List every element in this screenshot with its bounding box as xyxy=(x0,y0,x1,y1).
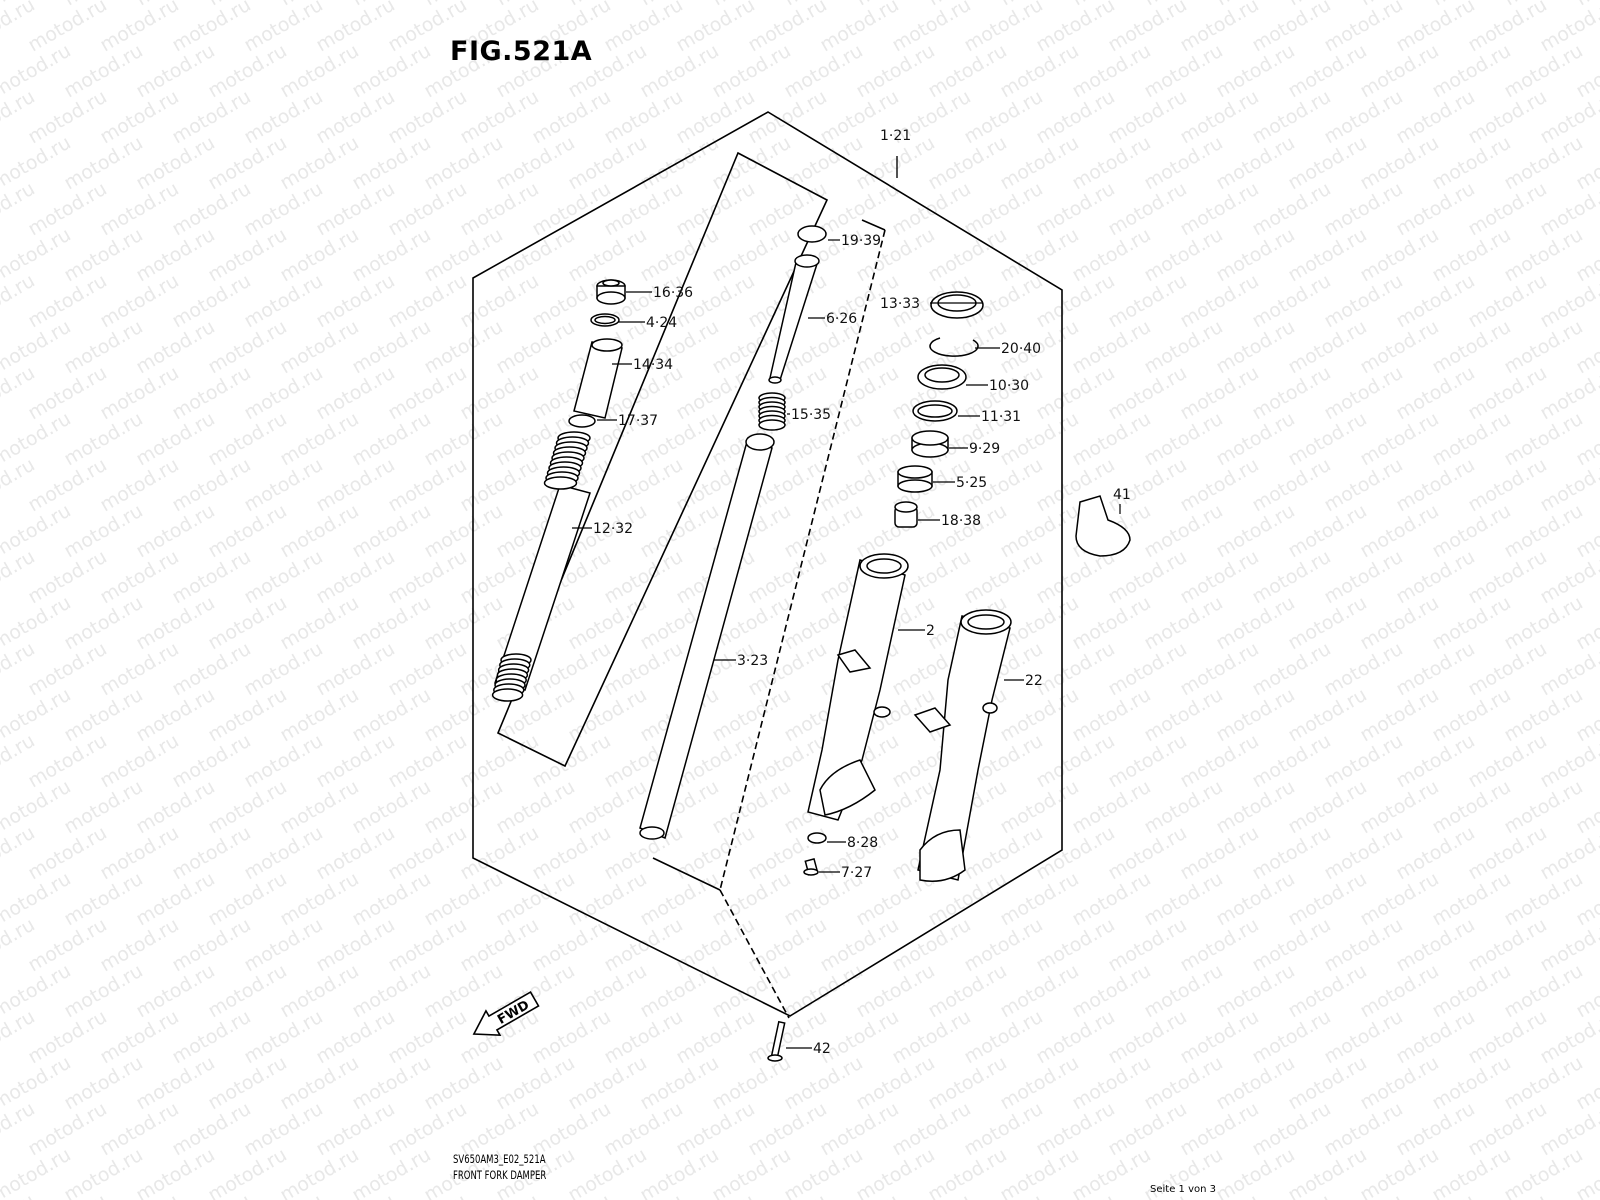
callout-label-4: 4·24 xyxy=(646,315,677,331)
o-ring-inner xyxy=(594,315,616,325)
axle-bolt-part xyxy=(767,1020,786,1062)
callout-label-3: 3·23 xyxy=(737,653,768,669)
washer-part xyxy=(568,414,596,428)
callout-label-22: 22 xyxy=(1025,673,1043,689)
diagram-caption: FRONT FORK DAMPER xyxy=(453,1168,547,1182)
outer-tube-right-part xyxy=(913,609,1012,882)
panel-edge-bottom xyxy=(652,857,721,891)
spring-coil xyxy=(758,419,786,431)
callout-label-5: 5·25 xyxy=(956,475,987,491)
callout-label-1: 1·21 xyxy=(880,128,911,144)
callout-label-7: 7·27 xyxy=(841,865,872,881)
oil-seal-inner xyxy=(924,367,960,383)
callout-label-18: 18·38 xyxy=(941,513,981,529)
callout-label-2: 2 xyxy=(926,623,935,639)
spacer-part xyxy=(573,338,623,419)
model-code: SV650AM3_E02_521A xyxy=(453,1152,546,1166)
fork-guard-part xyxy=(1075,495,1131,557)
callout-label-10: 10·30 xyxy=(989,378,1029,394)
callout-label-11: 11·31 xyxy=(981,409,1021,425)
outer-bushing-part xyxy=(911,430,949,458)
spring-coil xyxy=(543,476,578,490)
callout-label-17: 17·37 xyxy=(618,413,658,429)
oil-lock-piece-part xyxy=(894,501,918,528)
rebound-spring-part xyxy=(758,392,786,431)
callout-label-42: 42 xyxy=(813,1041,831,1057)
stopper-ring-part xyxy=(929,337,979,357)
inner-tube-part xyxy=(639,433,775,840)
callout-label-14: 14·34 xyxy=(633,357,673,373)
callout-label-20: 20·40 xyxy=(1001,341,1041,357)
callout-label-6: 6·26 xyxy=(826,311,857,327)
panel-edge xyxy=(861,219,886,231)
callout-label-41: 41 xyxy=(1113,487,1131,503)
cap-bolt-part xyxy=(596,279,626,305)
watermark-text: motod.ru xyxy=(0,1190,39,1200)
watermark-text: motod.ru xyxy=(1572,0,1600,10)
callout-label-15: 15·35 xyxy=(791,407,831,423)
figure-title: FIG.521A xyxy=(450,36,593,67)
page-indicator: Seite 1 von 3 xyxy=(1150,1184,1216,1195)
inner-bushing-part xyxy=(897,465,933,493)
spring-coil xyxy=(491,688,524,702)
inner-tube-leader xyxy=(719,229,886,891)
outer-tube-left-part xyxy=(807,553,909,821)
callout-label-16: 16·36 xyxy=(653,285,693,301)
callout-label-19: 19·39 xyxy=(841,233,881,249)
seal-washer-inner xyxy=(917,404,953,418)
fork-spring-part xyxy=(491,431,591,702)
callout-label-9: 9·29 xyxy=(969,441,1000,457)
spring-panel-outline xyxy=(496,151,829,768)
callout-label-12: 12·32 xyxy=(593,521,633,537)
callout-label-13: 13·33 xyxy=(880,296,920,312)
damper-bolt-part xyxy=(803,858,819,876)
callout-layer: 1·21 2 3·23 4·24 5·25 6·26 7·27 8·28 9·29 10·30 11… xyxy=(572,128,1131,1057)
damper-rod-part xyxy=(768,254,820,384)
bolt-leader xyxy=(719,889,790,1019)
assembly-boundary xyxy=(472,111,1063,1017)
ring-part xyxy=(797,225,827,243)
gasket-part xyxy=(807,832,827,844)
callout-label-8: 8·28 xyxy=(847,835,878,851)
